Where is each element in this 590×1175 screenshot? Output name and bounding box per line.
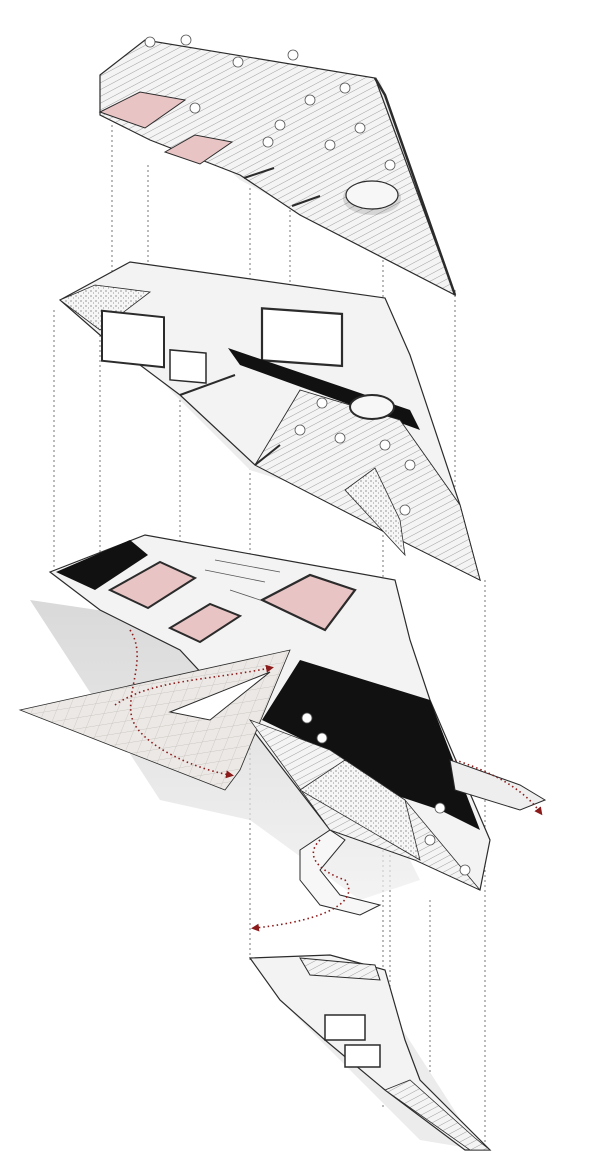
upper-trees xyxy=(294,397,416,516)
basement-ramp xyxy=(384,1079,492,1151)
circulation-paths xyxy=(114,629,543,932)
ground-ramp-east xyxy=(449,759,547,811)
basement-room-1 xyxy=(324,1014,366,1041)
roof-trees xyxy=(144,34,396,171)
ground-plaza xyxy=(18,649,291,791)
roof-terrace-2 xyxy=(163,134,234,165)
upper-room-small xyxy=(169,349,207,384)
upper-stipple-left xyxy=(59,284,152,331)
upper-ring xyxy=(349,394,395,420)
ground-room-pink-right xyxy=(259,573,357,632)
roof-terrace-1 xyxy=(98,91,187,129)
ground-trees xyxy=(301,712,471,876)
upper-room-left xyxy=(101,309,165,369)
level-basement xyxy=(248,954,492,1151)
upper-room-center xyxy=(260,307,344,368)
level-roof-landscape xyxy=(98,34,457,297)
ground-black-court xyxy=(262,660,480,830)
upper-stipple-right xyxy=(344,467,406,557)
basement-room-2 xyxy=(344,1044,381,1068)
ground-plaza-opening xyxy=(168,671,271,721)
ground-ramp xyxy=(299,829,382,916)
ground-room-pink-mid xyxy=(167,602,243,644)
level-upper-floor xyxy=(58,261,481,582)
roof-ring-line xyxy=(345,180,399,210)
ground-room-pink-left xyxy=(107,560,198,610)
ground-grid xyxy=(204,559,281,601)
roof-edge xyxy=(373,77,457,296)
level-ground-floor xyxy=(18,534,547,932)
ground-black-block-left xyxy=(56,540,148,590)
ground-stipple xyxy=(299,759,421,861)
basement-dark-band xyxy=(299,957,381,981)
roof-slab xyxy=(99,39,457,297)
